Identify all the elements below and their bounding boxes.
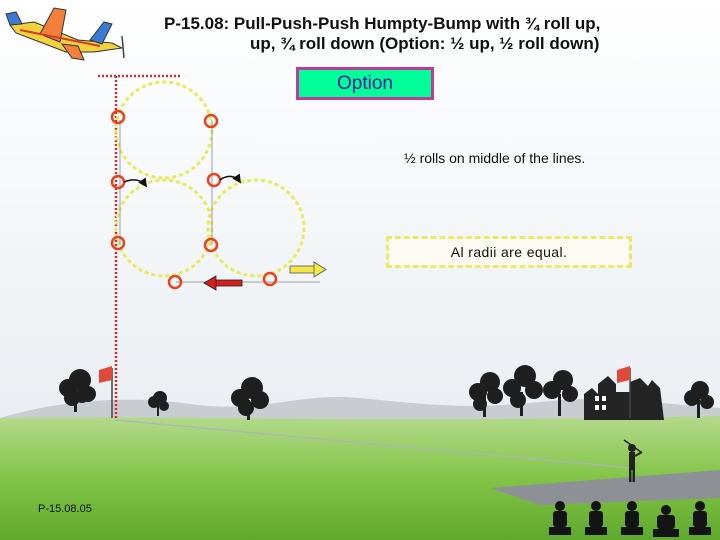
judge-icon <box>585 501 607 535</box>
figure-title: P-15.08: Pull-Push-Push Humpty-Bump with… <box>150 14 690 54</box>
tree-icon <box>231 377 269 420</box>
exit-arrow <box>289 261 327 278</box>
roll-direction-arrows <box>123 173 241 188</box>
roll-marker <box>110 109 126 125</box>
tree-icon <box>148 391 169 416</box>
sight-line <box>114 419 633 469</box>
runway <box>490 470 720 505</box>
tree-icon <box>469 372 503 417</box>
roll-marker <box>203 113 219 129</box>
judge-icon <box>621 501 643 535</box>
roll-marker <box>110 235 126 251</box>
entry-arrow <box>203 275 243 291</box>
judge-icon <box>689 501 711 535</box>
building-icon <box>584 376 664 420</box>
title-line-1: P-15.08: Pull-Push-Push Humpty-Bump with… <box>164 14 601 33</box>
note-radii: Al radii are equal. <box>386 236 632 268</box>
pilot-icon <box>623 439 643 482</box>
roll-marker <box>167 274 183 290</box>
tree-icon <box>684 381 714 418</box>
roll-marker <box>203 237 219 253</box>
guide-lines <box>119 120 320 283</box>
judge-icon <box>653 505 679 537</box>
note-rolls: ½ rolls on middle of the lines. <box>404 150 586 166</box>
flag-icon <box>99 366 113 418</box>
flag-icon <box>617 366 631 418</box>
figure-code: P-15.08.05 <box>38 503 92 515</box>
tree-icon <box>59 369 96 412</box>
tree-icon <box>543 370 578 416</box>
roll-marker <box>262 271 278 287</box>
airplane-icon <box>5 7 125 61</box>
tree-icon <box>503 365 543 416</box>
judge-icon <box>549 501 571 535</box>
option-label: Option <box>296 67 434 100</box>
grass-field <box>0 416 720 540</box>
title-line-2: up, ¾ roll down (Option: ½ up, ½ roll do… <box>250 34 600 53</box>
